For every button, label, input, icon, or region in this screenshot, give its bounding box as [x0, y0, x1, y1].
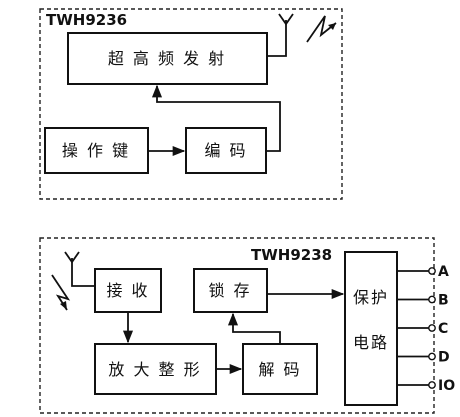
- decode-block: [242, 343, 318, 395]
- receive-antenna-icon: [64, 251, 95, 287]
- transmitter-module: TWH9236 超 高 频 发 射 操 作 键 编 码: [39, 8, 343, 200]
- protection-circuit-block: [344, 251, 398, 406]
- latch-block: [193, 268, 268, 313]
- receiver-module: TWH9238 接 收 锁 存 放 大 整 形 解 码 保护 电路: [39, 237, 455, 414]
- output-label-b: B: [438, 293, 449, 309]
- decode-to-latch-arrow: [227, 312, 281, 344]
- output-label-a: A: [438, 264, 449, 280]
- output-terminal-a: [428, 267, 436, 275]
- output-label-io: IO: [438, 378, 455, 394]
- receive-signal-arrowhead: [60, 301, 67, 310]
- receiver-model-label: TWH9238: [251, 246, 332, 264]
- encode-label: 编 码: [204, 141, 247, 160]
- receive-label: 接 收: [106, 281, 149, 300]
- uhf-transmit-block: [67, 32, 268, 85]
- encode-to-transmit-arrow: [151, 84, 281, 152]
- output-terminal-b: [428, 295, 436, 304]
- transmitter-frame: [39, 8, 343, 200]
- keys-label: 操 作 键: [62, 141, 130, 160]
- amplify-shape-label: 放 大 整 形: [108, 360, 201, 379]
- protection-label-line2: 电路: [353, 333, 389, 352]
- output-label-d: D: [438, 350, 450, 366]
- transmitter-model-label: TWH9236: [46, 11, 127, 29]
- output-terminal-io: [428, 381, 436, 389]
- output-label-c: C: [438, 321, 448, 337]
- transmit-signal-icon: [306, 15, 337, 43]
- output-terminal-c: [428, 324, 436, 332]
- uhf-transmit-label: 超 高 频 发 射: [108, 49, 226, 68]
- receiver-frame: [39, 237, 435, 414]
- protection-label-line1: 保护: [353, 288, 389, 307]
- decode-label: 解 码: [258, 360, 301, 379]
- transmit-signal-arrowhead: [328, 23, 336, 30]
- output-terminal-d: [428, 352, 436, 361]
- latch-label: 锁 存: [208, 281, 251, 300]
- amplify-shape-block: [94, 343, 217, 395]
- transmit-antenna-icon: [267, 13, 294, 57]
